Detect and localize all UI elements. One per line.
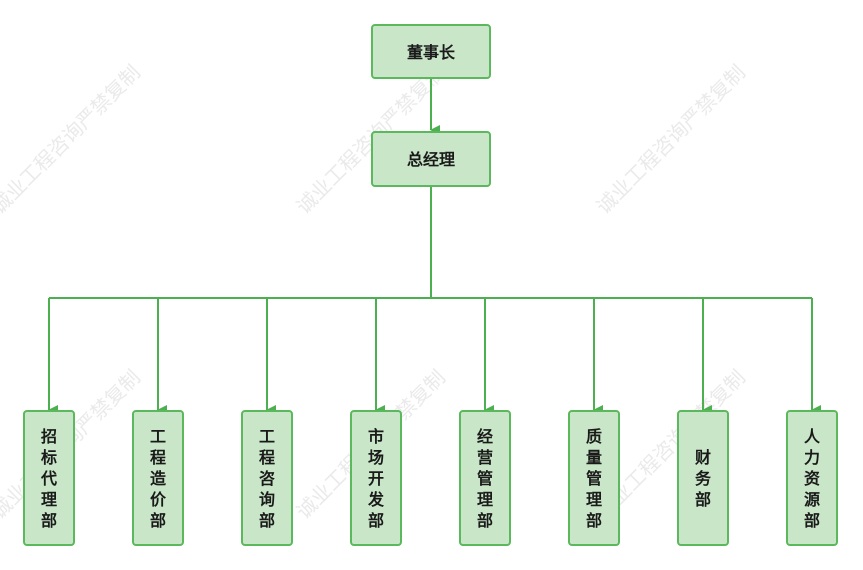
node-department-box bbox=[23, 410, 75, 546]
node-department-box bbox=[568, 410, 620, 546]
node-department-label: 质量管理部 bbox=[586, 427, 602, 530]
department-row: 招标代理部 工程造价部 工程咨询部 市场开发部 经营管理部 质量管理部 财务部 人力资源部 bbox=[23, 410, 838, 546]
node-department-label: 财务部 bbox=[694, 448, 712, 509]
connector-layer bbox=[48, 78, 821, 415]
node-chairman-label: 董事长 bbox=[407, 43, 456, 62]
node-department-box bbox=[459, 410, 511, 546]
node-department-box bbox=[132, 410, 184, 546]
node-department-box bbox=[350, 410, 402, 546]
node-department-label: 工程咨询部 bbox=[259, 427, 275, 530]
node-department: 质量管理部 bbox=[568, 410, 620, 546]
node-department-box bbox=[241, 410, 293, 546]
node-department: 工程咨询部 bbox=[241, 410, 293, 546]
node-department: 经营管理部 bbox=[459, 410, 511, 546]
node-department: 财务部 bbox=[677, 410, 729, 546]
node-department-label: 招标代理部 bbox=[40, 427, 57, 530]
node-department-label: 市场开发部 bbox=[367, 427, 385, 530]
node-department: 人力资源部 bbox=[786, 410, 838, 546]
node-general-manager: 总经理 bbox=[371, 131, 491, 187]
node-department: 市场开发部 bbox=[350, 410, 402, 546]
node-department: 招标代理部 bbox=[23, 410, 75, 546]
watermark: 诚业工程咨询严禁复制 bbox=[0, 60, 145, 218]
node-chairman: 董事长 bbox=[371, 24, 491, 79]
node-department-label: 经营管理部 bbox=[477, 427, 493, 530]
node-department-box bbox=[786, 410, 838, 546]
node-general-manager-label: 总经理 bbox=[407, 150, 455, 169]
node-chairman-box bbox=[371, 24, 491, 79]
node-department-label: 人力资源部 bbox=[804, 427, 821, 530]
node-department-label: 工程造价部 bbox=[150, 427, 167, 530]
watermark: 诚业工程咨询严禁复制 bbox=[592, 60, 750, 218]
node-general-manager-box bbox=[371, 131, 491, 187]
node-department-box bbox=[677, 410, 729, 546]
node-department: 工程造价部 bbox=[132, 410, 184, 546]
